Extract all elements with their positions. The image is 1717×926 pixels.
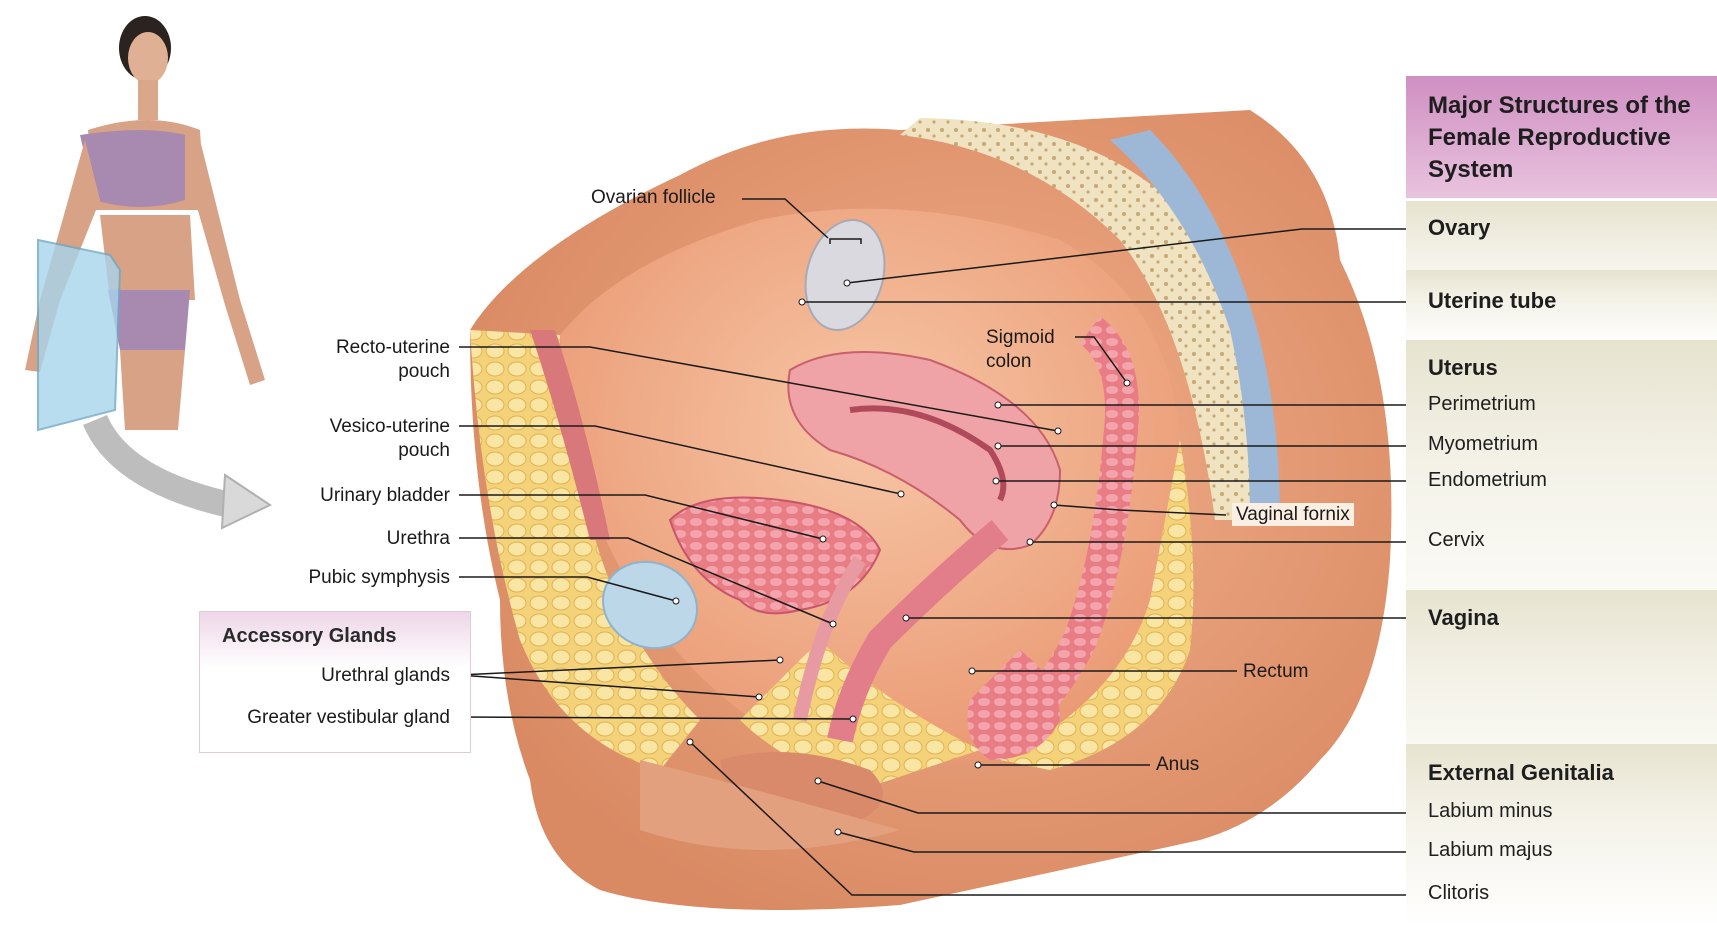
item-labium-minus: Labium minus xyxy=(1428,800,1553,823)
section-uterus: Uterus xyxy=(1428,355,1498,381)
label-anus: Anus xyxy=(1156,753,1199,776)
item-clitoris: Clitoris xyxy=(1428,882,1489,905)
label-pubic-symphysis: Pubic symphysis xyxy=(250,566,450,589)
item-cervix: Cervix xyxy=(1428,529,1485,552)
section-external-genitalia: External Genitalia xyxy=(1428,760,1614,786)
label-sigmoid-1: Sigmoid xyxy=(986,326,1055,349)
panel-title: Major Structures of the Female Reproduct… xyxy=(1428,90,1713,186)
item-perimetrium: Perimetrium xyxy=(1428,393,1536,416)
figure-thumbnail xyxy=(25,16,270,528)
label-ovarian-follicle: Ovarian follicle xyxy=(591,186,716,209)
label-greater-vestibular-gland: Greater vestibular gland xyxy=(200,706,450,729)
accessory-glands-title: Accessory Glands xyxy=(222,625,397,648)
label-recto-uterine-1: Recto-uterine xyxy=(300,336,450,359)
item-myometrium: Myometrium xyxy=(1428,433,1538,456)
label-vesico-uterine-1: Vesico-uterine xyxy=(300,415,450,438)
panel-header: Major Structures of the Female Reproduct… xyxy=(1406,76,1717,198)
item-labium-majus: Labium majus xyxy=(1428,839,1553,862)
structures-panel: Major Structures of the Female Reproduct… xyxy=(1406,76,1717,926)
section-uterine-tube: Uterine tube xyxy=(1428,288,1556,314)
label-vaginal-fornix: Vaginal fornix xyxy=(1232,503,1354,526)
section-ovary: Ovary xyxy=(1428,215,1490,241)
label-sigmoid-2: colon xyxy=(986,350,1031,373)
section-vagina: Vagina xyxy=(1428,605,1499,631)
label-recto-uterine-2: pouch xyxy=(300,360,450,383)
item-endometrium: Endometrium xyxy=(1428,469,1547,492)
label-urethra: Urethra xyxy=(250,527,450,550)
label-vesico-uterine-2: pouch xyxy=(300,439,450,462)
label-rectum: Rectum xyxy=(1243,660,1308,683)
label-urethral-glands: Urethral glands xyxy=(200,664,450,687)
label-urinary-bladder: Urinary bladder xyxy=(250,484,450,507)
